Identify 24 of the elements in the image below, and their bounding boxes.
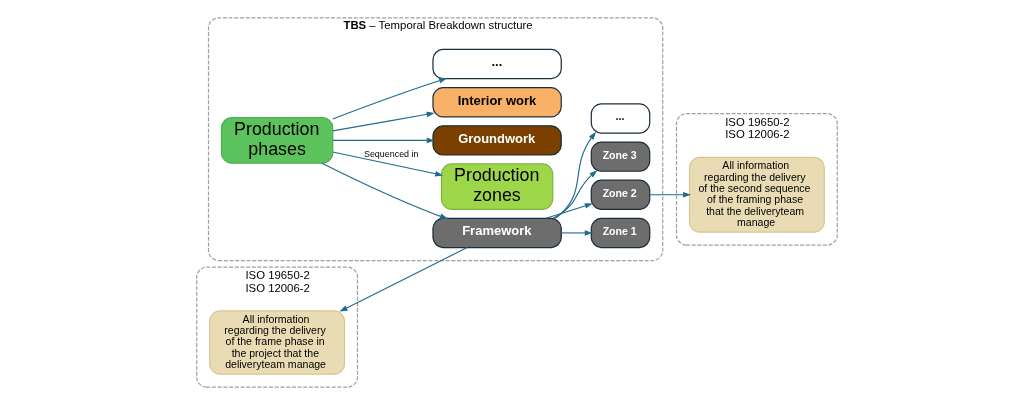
- edge-label: Sequenced in: [363, 149, 418, 160]
- node-box: All information regarding the delivery of the second sequence of the framing phase that the deliveryteam manage: [688, 156, 825, 233]
- arrow: [648, 192, 691, 198]
- arrow: [331, 78, 447, 120]
- node-box: Zone 2: [590, 179, 650, 210]
- node-box: Zone 3: [590, 141, 650, 172]
- node-box: Zone 1: [590, 217, 650, 249]
- arrow: [331, 151, 443, 177]
- arrow: [331, 137, 435, 144]
- node-box: ...: [590, 103, 650, 134]
- arrow: [339, 247, 468, 312]
- node-box: Framework: [431, 217, 562, 249]
- node-box: All information regarding the delivery of the frame phase in the project that the deliveryteam manage: [208, 310, 345, 375]
- arrow: [331, 111, 435, 132]
- arrow: [544, 203, 593, 219]
- arrow: [552, 170, 597, 219]
- node-box: ...: [431, 48, 562, 80]
- arrow: [320, 162, 448, 219]
- node-box: Production zones: [440, 163, 553, 210]
- node-box: Groundwork: [431, 125, 562, 156]
- node-box: Production phases: [220, 117, 333, 164]
- node-box: Interior work: [431, 87, 562, 118]
- arrow: [560, 230, 593, 236]
- arrow: [554, 131, 596, 219]
